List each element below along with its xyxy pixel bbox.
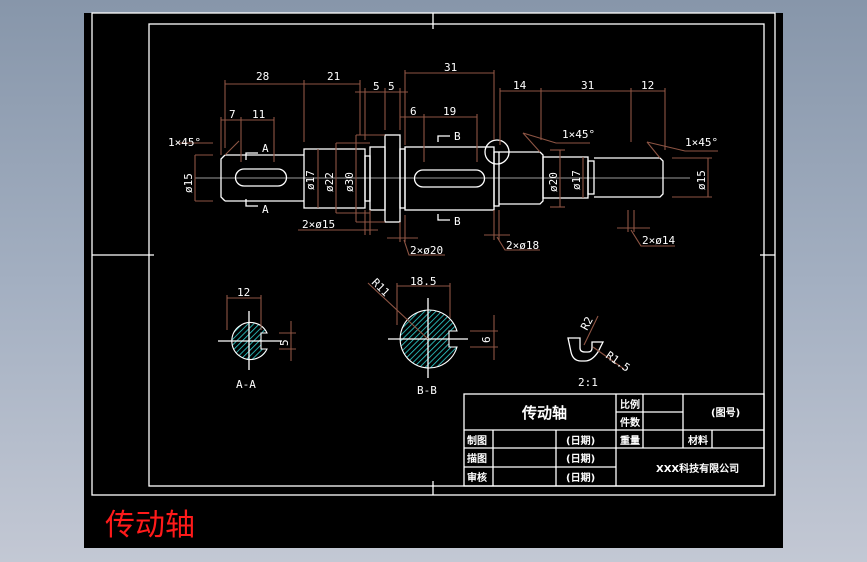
tb-checked-label: 审核: [467, 471, 487, 484]
dim-28: 28: [256, 70, 269, 83]
dia-left-end: ø15: [182, 173, 195, 193]
groove-4: 2×ø14: [642, 234, 675, 247]
tb-drawing-no: (图号): [711, 407, 740, 419]
tb-traced-date: (日期): [566, 452, 595, 465]
groove-2: 2×ø20: [410, 244, 443, 257]
dim-7: 7: [229, 108, 236, 121]
section-mark-b-top: B: [454, 130, 461, 143]
tb-material-label: 材料: [688, 434, 708, 447]
bb-width-dim: 18.5: [410, 275, 437, 288]
dia-22: ø22: [323, 172, 336, 192]
title-block: 传动轴 比例 件数 (图号) 制图 (日期) 重量 材料 描图 (日期) 审核 …: [463, 393, 765, 487]
drawing-title-watermark: 传动轴: [105, 508, 195, 543]
tb-scale-label: 比例: [620, 398, 640, 411]
dim-6: 6: [410, 105, 417, 118]
tb-weight-label: 重量: [620, 434, 640, 447]
shaft-main-view: [195, 134, 690, 223]
tb-drawn-date: (日期): [566, 434, 595, 447]
aa-key-dim: 5: [278, 339, 291, 346]
dim-31b: 31: [581, 79, 594, 92]
section-mark-a-bottom: A: [262, 203, 269, 216]
dim-5a: 5: [373, 80, 380, 93]
detail-circle: [484, 139, 510, 165]
aa-width-dim: 12: [237, 286, 250, 299]
dim-12: 12: [641, 79, 654, 92]
main-view-dimensions: 28 21 5 5 31 7 11 6 19 14 31 12: [168, 61, 718, 257]
dim-11: 11: [252, 108, 265, 121]
detail-scale: 2:1: [578, 376, 598, 389]
aa-label: A-A: [236, 378, 256, 391]
groove-3: 2×ø18: [506, 239, 539, 252]
section-mark-b-bottom: B: [454, 215, 461, 228]
keyway-a: [234, 168, 288, 187]
chamfer-middle: 1×45°: [562, 128, 595, 141]
chamfer-right: 1×45°: [685, 136, 718, 149]
tb-part-name: 传动轴: [521, 404, 567, 422]
detail-r2: R2: [578, 315, 596, 333]
tb-traced-label: 描图: [467, 452, 487, 465]
groove-1: 2×ø15: [302, 218, 335, 231]
dim-14: 14: [513, 79, 527, 92]
dim-31a: 31: [444, 61, 457, 74]
dim-19: 19: [443, 105, 456, 118]
tb-company: XXX科技有限公司: [656, 462, 739, 475]
dia-30: ø30: [343, 172, 356, 192]
dim-21: 21: [327, 70, 340, 83]
dia-17b: ø17: [570, 170, 583, 190]
chamfer-left: 1×45°: [168, 136, 201, 149]
section-mark-a-top: A: [262, 142, 269, 155]
tb-checked-date: (日期): [566, 471, 595, 484]
dia-right-end: ø15: [695, 170, 708, 190]
dim-5b: 5: [388, 80, 395, 93]
tb-drawn-label: 制图: [467, 434, 487, 447]
model-space-background: [84, 13, 783, 548]
section-a-a: 12 5 A-A: [218, 286, 296, 391]
dia-20: ø20: [547, 172, 560, 192]
drawing-frame: [91, 12, 776, 496]
tb-count-label: 件数: [620, 416, 641, 429]
bb-key-dim: 6: [480, 336, 493, 343]
keyway-b: [413, 169, 486, 188]
dia-17: ø17: [304, 170, 317, 190]
bb-label: B-B: [417, 384, 437, 397]
